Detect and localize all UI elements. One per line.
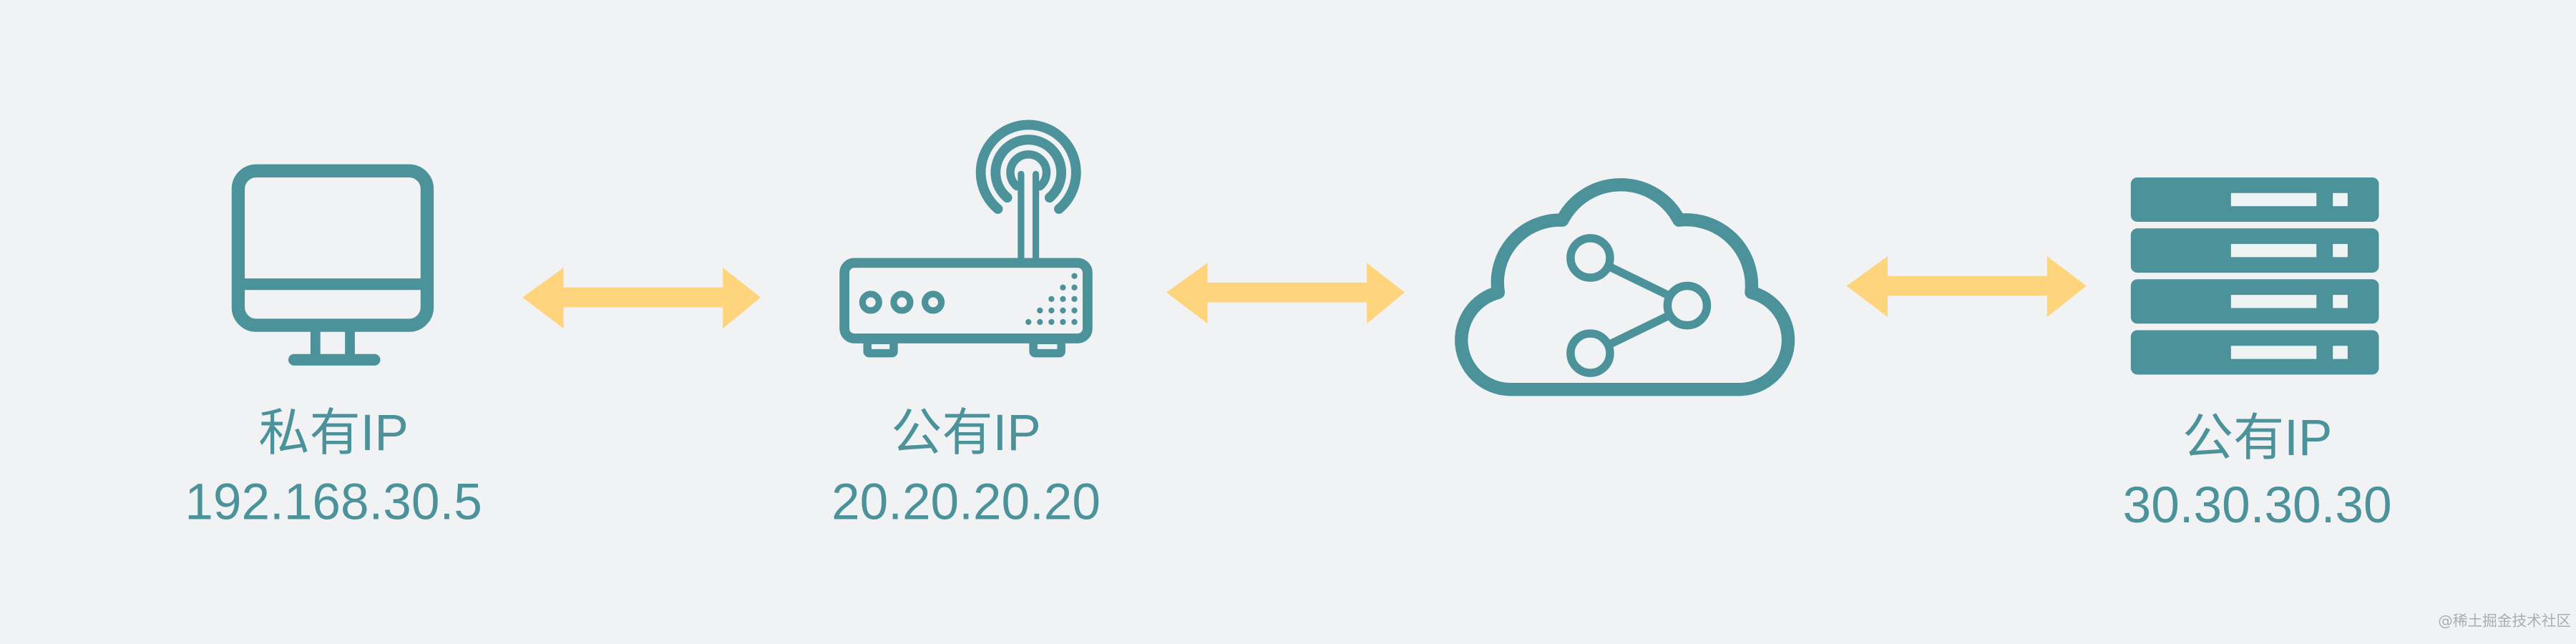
share-node-right [1663,281,1712,330]
signal-arc-outer [975,119,1081,214]
router-vent-dots [1025,273,1078,326]
server-icon [2130,177,2379,375]
share-node-bottom [1566,329,1614,377]
double-arrow-icon [1846,256,2087,318]
server-slot-2 [2230,243,2317,258]
router-vent-dot [1071,307,1078,314]
router-vent-dot [1060,307,1066,314]
share-link-top [1604,262,1674,301]
double-arrow-icon [522,268,761,329]
cloud-outline [1455,177,1795,396]
router-foot-left [863,336,898,358]
client-ip: 192.168.30.5 [185,474,482,531]
router-vent-dot [1037,307,1043,314]
server-light-4 [2333,346,2348,359]
router-led-2 [890,291,914,314]
router-label: 公有IP [891,405,1041,462]
server-slot-3 [2230,295,2317,308]
router-vent-dot [1037,318,1043,326]
signal-arc-middle [990,135,1067,203]
router-vent-dot [1071,296,1078,302]
router-led-3 [922,291,945,314]
server-slot-4 [2230,346,2317,359]
router-vent-dot [1071,273,1078,279]
watermark: @稀土掘金技术社区 [2438,613,2571,630]
router-led-1 [859,291,882,314]
router-vent-dot [1048,307,1055,314]
router-vent-dot [1060,284,1066,291]
router-icon [839,119,1093,358]
signal-arc-inner [1006,150,1051,191]
router-vent-dot [1025,318,1032,326]
monitor-frame [231,164,434,332]
share-node-top [1566,234,1614,282]
router-body [839,258,1093,343]
client-label: 私有IP [258,405,409,462]
server-light-1 [2333,192,2348,207]
server-ip: 30.30.30.30 [2123,477,2392,534]
server-light-3 [2333,295,2348,308]
router-vent-dot [1048,318,1055,326]
double-arrow-icon [1166,263,1405,324]
server-slot-1 [2230,192,2317,207]
server-light-2 [2333,243,2348,258]
router-vent-dot [1071,284,1078,291]
router-ip: 20.20.20.20 [831,474,1101,531]
router-vent-dot [1048,296,1055,302]
share-link-bottom [1604,311,1674,349]
cloud-network-icon [1455,177,1795,396]
router-vent-dot [1060,318,1066,326]
router-foot-right [1029,336,1065,358]
monitor-icon [231,164,434,366]
router-vent-dot [1060,296,1066,302]
router-vent-dot [1071,318,1078,326]
server-label: 公有IP [2182,410,2333,467]
